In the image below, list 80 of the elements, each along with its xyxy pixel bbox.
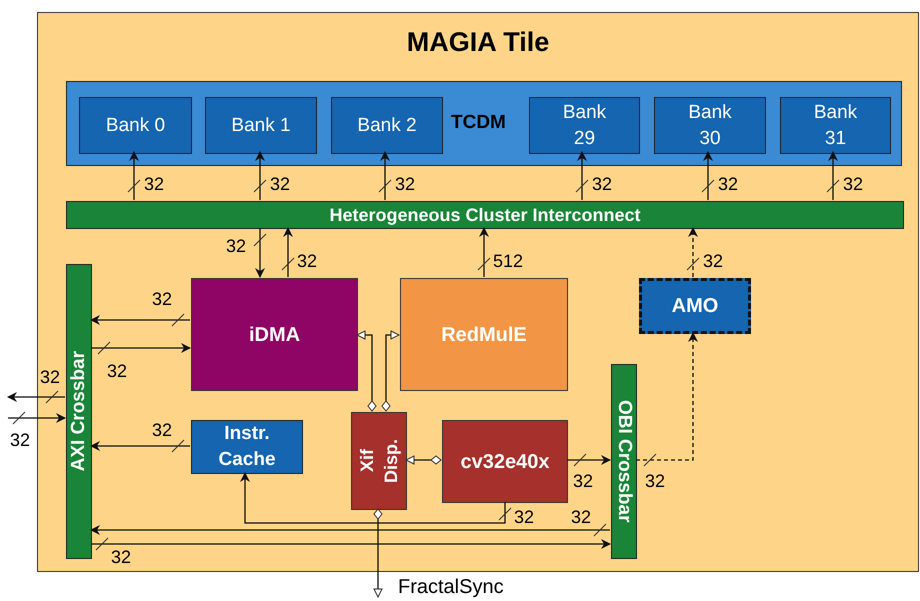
bus-width-label: 32 bbox=[571, 507, 592, 527]
interconnect-bar bbox=[66, 201, 904, 229]
bus-width-label: 32 bbox=[111, 547, 132, 567]
arrow bbox=[478, 227, 490, 277]
arrow bbox=[254, 151, 266, 200]
arrow bbox=[406, 456, 442, 464]
bus-width-label: 32 bbox=[226, 236, 246, 256]
block-label: Bank 30 bbox=[687, 100, 733, 150]
arrow bbox=[636, 332, 698, 466]
block-label: Disp. bbox=[381, 438, 401, 483]
dma-block bbox=[191, 278, 358, 391]
block-label: cv32e40x bbox=[460, 450, 550, 474]
accelerator-block bbox=[400, 278, 568, 391]
bus-width-label: 32 bbox=[40, 367, 60, 387]
arrow bbox=[826, 151, 840, 200]
block-label: AMO bbox=[672, 294, 718, 319]
bus-width-label: 32 bbox=[270, 174, 290, 194]
block-label: iDMA bbox=[248, 322, 300, 348]
block-label: Bank 0 bbox=[106, 114, 166, 138]
block-label: Bank 31 bbox=[812, 100, 858, 150]
bus-width-label: 32 bbox=[592, 174, 612, 194]
block-label: AXI Crossbar bbox=[69, 351, 89, 472]
crossbar-bar bbox=[611, 364, 637, 559]
block-label: TCDM bbox=[451, 113, 506, 132]
signal-label: FractalSync bbox=[398, 576, 504, 598]
bus-width-label: 32 bbox=[297, 251, 318, 271]
arrow bbox=[382, 330, 400, 412]
bus-width-label: 32 bbox=[514, 507, 534, 527]
block-label: RedMulE bbox=[441, 322, 527, 348]
arrow bbox=[90, 524, 610, 536]
tile-frame bbox=[37, 12, 919, 572]
block-label: Bank 2 bbox=[357, 114, 417, 138]
arrow bbox=[567, 454, 611, 466]
memory-bank bbox=[654, 97, 766, 154]
core-block bbox=[442, 420, 568, 503]
bus-width-label: 32 bbox=[152, 289, 172, 309]
arrow bbox=[254, 228, 266, 278]
memory-bank bbox=[780, 97, 891, 154]
block-label: Bank 29 bbox=[562, 100, 608, 150]
bus-width-label: 32 bbox=[573, 471, 594, 491]
bus-width-label: 512 bbox=[493, 251, 524, 271]
arrow bbox=[686, 227, 700, 277]
bus-width-label: 32 bbox=[703, 251, 724, 271]
arrow bbox=[90, 314, 190, 326]
memory-block bbox=[66, 81, 902, 166]
arrow bbox=[702, 151, 714, 200]
arrow bbox=[378, 151, 392, 200]
block-label: Instr. Cache bbox=[217, 422, 277, 472]
block-heading: MAGIA Tile bbox=[406, 29, 550, 56]
arrow bbox=[91, 342, 191, 354]
bus-width-label: 32 bbox=[645, 471, 666, 491]
arrow bbox=[128, 151, 140, 200]
cache-block bbox=[191, 420, 303, 474]
arrow bbox=[356, 330, 376, 412]
arrow bbox=[7, 390, 65, 404]
memory-bank bbox=[79, 97, 192, 154]
dispatcher-block bbox=[351, 412, 407, 510]
arrow bbox=[576, 151, 588, 200]
block-label: Bank 1 bbox=[231, 114, 291, 138]
arrow bbox=[8, 412, 66, 424]
arrow bbox=[91, 538, 611, 550]
bus-width-label: 32 bbox=[107, 361, 128, 381]
memory-bank bbox=[205, 97, 317, 154]
bus-width-label: 32 bbox=[144, 174, 164, 194]
memory-bank bbox=[529, 97, 640, 154]
bus-width-label: 32 bbox=[152, 420, 172, 440]
bus-width-label: 32 bbox=[10, 430, 30, 450]
arrow bbox=[374, 508, 382, 598]
arrow bbox=[240, 472, 512, 524]
memory-bank bbox=[331, 97, 443, 154]
crossbar-bar bbox=[66, 264, 92, 559]
arrow bbox=[282, 227, 294, 277]
block-label: Heterogeneous Cluster Interconnect bbox=[329, 204, 641, 227]
bus-width-label: 32 bbox=[395, 174, 416, 194]
amo-block bbox=[639, 278, 751, 334]
bus-width-label: 32 bbox=[718, 174, 738, 194]
arrow bbox=[90, 440, 190, 452]
block-label: Xif bbox=[357, 449, 377, 472]
bus-width-label: 32 bbox=[843, 174, 864, 194]
block-label: OBI Crossbar bbox=[614, 400, 634, 523]
